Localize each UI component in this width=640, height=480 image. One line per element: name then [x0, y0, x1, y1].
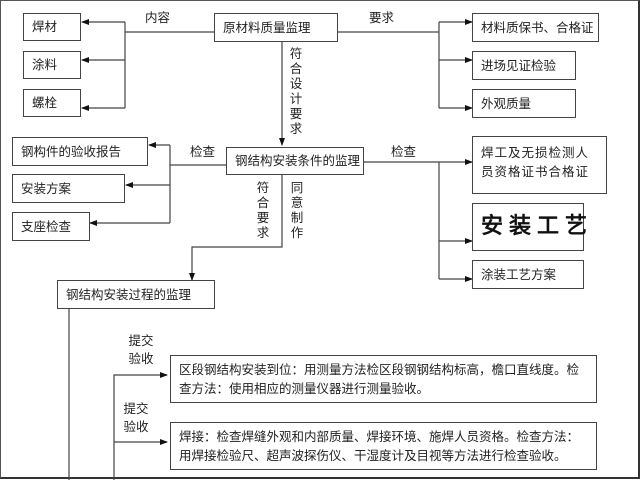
- edge-label-agree-make: 同意制作: [290, 180, 304, 240]
- node-install-plan: 安装方案: [12, 174, 125, 203]
- node-support-check: 支座检查: [12, 212, 90, 241]
- node-label: 安装方案: [21, 180, 72, 196]
- node-label: 焊材: [32, 19, 58, 34]
- line-requirement-trunk: [337, 22, 440, 108]
- node-label: 材料质保书、合格证: [481, 19, 594, 35]
- node-bolt: 螺栓: [23, 89, 81, 117]
- edge-label-inspect-right: 检查: [391, 144, 417, 159]
- line-inspect-left-trunk: [169, 145, 226, 223]
- node-label: 焊工及无损检测人员资格证书合格证: [481, 145, 590, 179]
- arrow-to-section-install: [113, 372, 168, 480]
- node-welding: 焊接：检查焊缝外观和内部质量、焊接环境、施焊人员资格。检查方法：用焊接检验尺、超…: [170, 422, 597, 470]
- edge-label-inspect-left: 检查: [190, 144, 216, 159]
- edge-label-meets-req: 符合要求: [256, 180, 270, 240]
- node-label: 钢结构安装过程的监理: [66, 286, 192, 302]
- arrow-to-install-process: [189, 174, 283, 281]
- node-install-condition: 钢结构安装条件的监理: [226, 147, 364, 175]
- node-label: 焊接：检查焊缝外观和内部质量、焊接环境、施焊人员资格。检查方法：用焊接检验尺、超…: [179, 429, 580, 463]
- node-component-report: 钢构件的验收报告: [12, 137, 148, 166]
- node-raw-material: 原材料质量监理: [214, 13, 338, 42]
- edge-label-content: 内容: [145, 10, 171, 25]
- node-site-witness: 进场见证检验: [472, 51, 576, 80]
- node-install-process: 钢结构安装过程的监理: [57, 280, 215, 309]
- line-content-trunk: [124, 22, 214, 108]
- node-label: 区段钢结构安装到位：用测量方法检区段钢钢结构标高，檐口直线度。检查方法：使用相应…: [179, 362, 580, 396]
- node-appearance: 外观质量: [472, 89, 576, 118]
- node-label: 涂装工艺方案: [481, 266, 557, 282]
- node-coating: 涂料: [23, 51, 81, 79]
- line-inspect-right-trunk: [364, 161, 440, 279]
- node-label: 安装工艺: [481, 214, 594, 239]
- node-welder-cert: 焊工及无损检测人员资格证书合格证: [472, 136, 607, 194]
- node-label: 外观质量: [481, 95, 532, 111]
- node-welding-material: 焊材: [23, 13, 81, 41]
- node-coating-plan: 涂装工艺方案: [472, 260, 584, 289]
- edge-label-submit-accept-1: 提交验收: [128, 333, 154, 366]
- edge-label-requirement: 要求: [369, 10, 395, 25]
- node-label: 螺栓: [32, 95, 58, 110]
- node-label: 涂料: [32, 57, 58, 72]
- node-install-process-big: 安装工艺: [472, 203, 587, 251]
- node-quality-cert: 材料质保书、合格证: [472, 13, 599, 42]
- node-section-install: 区段钢结构安装到位：用测量方法检区段钢钢结构标高，檐口直线度。检查方法：使用相应…: [170, 355, 597, 403]
- node-label: 进场见证检验: [481, 57, 557, 73]
- node-label: 支座检查: [21, 218, 72, 234]
- edge-label-meets-design: 符合设计要求: [289, 46, 303, 136]
- node-label: 钢结构安装条件的监理: [235, 153, 361, 168]
- node-label: 钢构件的验收报告: [21, 143, 122, 159]
- edge-label-submit-accept-2: 提交验收: [123, 401, 149, 434]
- node-label: 原材料质量监理: [223, 19, 311, 35]
